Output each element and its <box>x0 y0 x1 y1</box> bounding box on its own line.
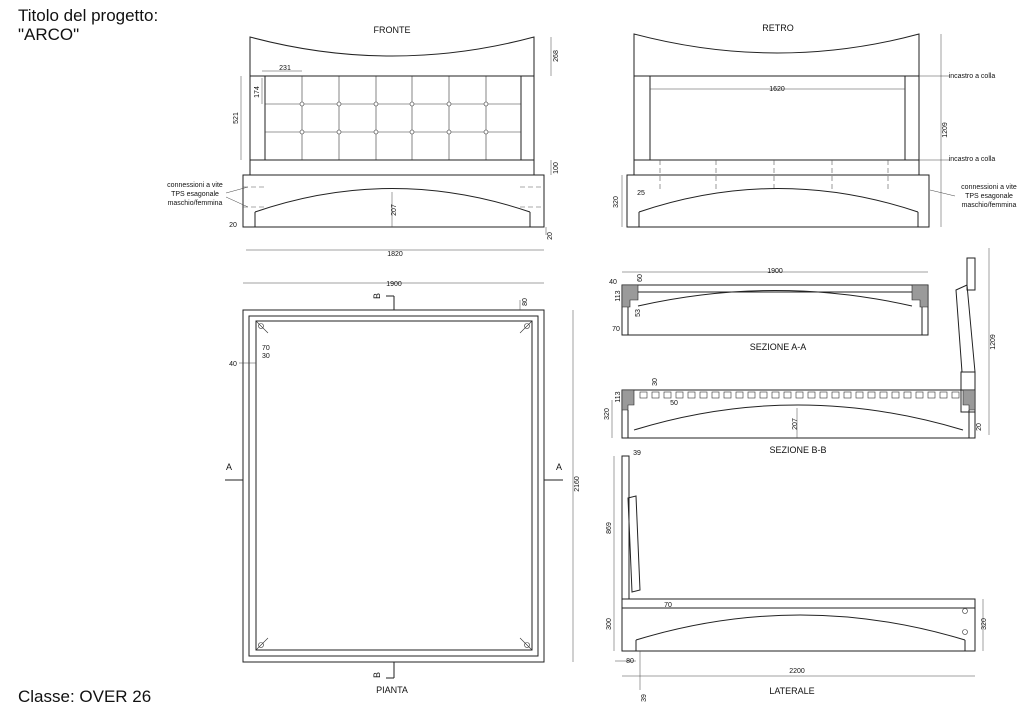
dim-53-aa: 53 <box>635 309 642 317</box>
dim-70-plan: 70 <box>262 345 270 352</box>
back-view: RETRO 1620 1209 incastro a colla incastr… <box>613 23 1017 228</box>
dim-207-bb: 207 <box>792 418 799 430</box>
plan-view: 1900 B 80 70 30 40 2160 A A B PIANTA <box>225 281 581 695</box>
section-mark-b-top: B <box>372 293 382 299</box>
dim-70-aa: 70 <box>612 326 620 333</box>
section-bb-view: 30 113 50 320 207 20 SEZIONE B-B <box>604 378 983 455</box>
note-connection-left-2: TPS esagonale <box>171 191 219 198</box>
project-title-name: "ARCO" <box>18 25 80 44</box>
note-connection-left-3: maschio/femmina <box>168 200 223 207</box>
section-bb-title: SEZIONE B-B <box>769 445 826 455</box>
dim-20-bb: 20 <box>976 423 983 431</box>
dim-80-plan: 80 <box>522 298 529 306</box>
dim-1820: 1820 <box>387 251 403 258</box>
dim-40-plan: 40 <box>229 361 237 368</box>
section-mark-a-left: A <box>226 462 232 472</box>
dim-320-back: 320 <box>613 196 620 208</box>
dim-100: 100 <box>553 162 560 174</box>
front-view-title: FRONTE <box>374 25 411 35</box>
dim-1620: 1620 <box>769 86 785 93</box>
dim-60-aa: 60 <box>637 274 644 282</box>
side-view: 39 869 70 300 320 80 2200 LATERALE 39 <box>606 450 988 702</box>
classe-label: Classe: OVER 26 <box>18 687 152 706</box>
dim-30-bb: 30 <box>652 378 659 386</box>
dim-1900-section: 1900 <box>767 268 783 275</box>
note-connection-right-3: maschio/femmina <box>962 202 1017 209</box>
dim-70-side: 70 <box>664 602 672 609</box>
dim-521: 521 <box>233 112 240 124</box>
note-connection-right-1: connessioni a vite <box>961 184 1017 191</box>
dim-113-bb: 113 <box>615 391 622 402</box>
note-connection-right-2: TPS esagonale <box>965 193 1013 200</box>
dim-320-side: 320 <box>981 618 988 630</box>
dim-113-aa: 113 <box>615 290 622 301</box>
project-title-label: Titolo del progetto: <box>18 6 159 25</box>
front-view: FRONTE 231 174 521 <box>167 25 560 258</box>
dim-1209-back: 1209 <box>942 122 949 138</box>
dim-30-plan: 30 <box>262 353 270 360</box>
section-mark-b-bottom: B <box>372 672 382 678</box>
back-view-title: RETRO <box>762 23 794 33</box>
dim-2200: 2200 <box>789 668 805 675</box>
dim-25: 25 <box>637 190 645 197</box>
plan-view-title: PIANTA <box>376 685 408 695</box>
section-mark-a-right: A <box>556 462 562 472</box>
slats-row <box>639 391 960 399</box>
side-view-title: LATERALE <box>769 686 814 696</box>
dim-2160: 2160 <box>574 476 581 492</box>
dim-20-left: 20 <box>229 222 237 229</box>
dim-50-bb: 50 <box>670 400 678 407</box>
dim-39-top: 39 <box>633 450 641 457</box>
section-aa-title: SEZIONE A-A <box>750 342 807 352</box>
note-connection-left-1: connessioni a vite <box>167 182 223 189</box>
note-incastro-bottom: incastro a colla <box>949 156 996 163</box>
dim-174: 174 <box>254 86 261 98</box>
section-aa-view: 1900 40 60 113 53 70 SEZIONE A-A 1209 <box>609 248 997 435</box>
dim-80-side: 80 <box>626 658 634 665</box>
dim-869: 869 <box>606 522 613 534</box>
dim-1900-plan: 1900 <box>386 281 402 288</box>
dim-268: 268 <box>553 50 560 62</box>
dim-320-bb: 320 <box>604 408 611 420</box>
dim-231: 231 <box>279 65 291 72</box>
dim-207: 207 <box>391 204 398 216</box>
dim-40-aa: 40 <box>609 279 617 286</box>
note-incastro-top: incastro a colla <box>949 73 996 80</box>
dim-1209-section: 1209 <box>990 334 997 350</box>
dim-20-right: 20 <box>547 232 554 240</box>
dim-300-side: 300 <box>606 618 613 630</box>
dim-39-bottom: 39 <box>641 694 648 702</box>
